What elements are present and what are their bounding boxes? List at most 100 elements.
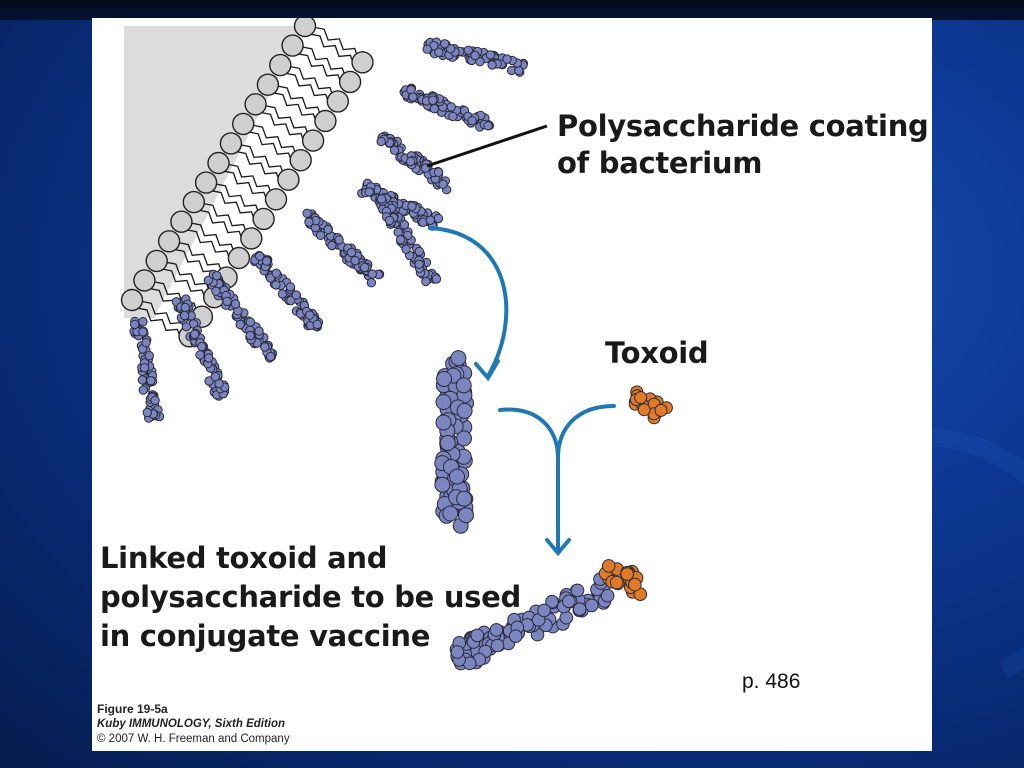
bead [414,246,424,257]
bead [467,116,477,126]
bead [634,391,648,405]
lipid-head [301,129,325,152]
bead [364,187,374,197]
bead [235,319,245,330]
bead [429,104,440,114]
bead [254,326,264,336]
polysaccharide-chain [422,37,529,77]
bead [376,136,386,147]
conjugate-vaccine-molecule [449,559,648,671]
bead [431,274,442,284]
bead [475,57,485,67]
polysaccharide-chain [399,83,494,132]
lipid-head [120,288,144,312]
bead [130,319,140,330]
polysaccharide-chain [250,250,324,332]
bead [138,327,148,337]
bead [654,403,668,417]
lipid-head [157,230,181,253]
lipid-head [227,246,251,270]
bead [446,102,456,112]
bead [222,296,232,307]
lipid-tail [302,46,347,80]
bead [291,290,302,300]
bead [389,145,400,156]
bead [315,230,326,241]
lipid-tail [162,268,207,302]
bead [422,44,432,54]
polysaccharide-chain [171,294,230,401]
bead [470,50,480,61]
bead [302,208,312,219]
bead [211,286,221,296]
bead [286,295,296,306]
bead [366,278,377,288]
lipid-tail [240,144,286,177]
conjugate-polysaccharide [449,572,615,671]
merge-arrow-right [556,404,616,460]
bead [367,269,377,279]
bead [210,372,221,382]
bead [450,350,467,367]
bead [395,235,406,245]
bead [470,628,485,643]
lipid-heads [120,18,374,348]
bead [190,329,200,339]
page-number: p. 486 [742,670,801,693]
bead [445,44,456,54]
bead [384,215,395,226]
lipid-tail [277,85,323,119]
figure-caption: Figure 19-5a Kuby IMMUNOLOGY, Sixth Edit… [97,702,290,747]
lipid-head [207,151,230,175]
bead [203,275,214,285]
lipid-head [293,18,317,38]
linked-label: Linked toxoid and polysaccharide to be u… [100,541,521,653]
bead [350,255,360,266]
toxoid-cluster [628,385,673,425]
polysaccharide-chain [302,208,385,288]
caption-book: Kuby IMMUNOLOGY, Sixth Edition [97,718,286,730]
slide-canvas: Polysaccharide coating of bacterium Toxo… [92,18,932,751]
bead [428,95,438,105]
lipid-tail [310,33,355,67]
bead [436,371,452,387]
bead [508,629,523,644]
bead [449,468,465,485]
caption-figure: Figure 19-5a [97,702,168,716]
bead [376,194,387,204]
lipid-head [231,112,255,136]
lipid-tail [137,307,182,341]
bead [438,179,448,189]
bead [455,377,472,394]
lipid-head [314,109,337,133]
bead [572,602,587,617]
bead [271,280,281,290]
bead [637,403,651,417]
bead [144,351,154,361]
bead [285,282,296,292]
lipid-tail [203,202,248,236]
lipid-head [264,188,288,211]
bead [609,575,624,590]
merge-arrow-left [498,407,560,460]
bead [305,310,315,320]
bead [181,322,192,332]
bead [559,610,574,625]
bead [490,638,505,653]
lipid-tail [199,209,244,243]
bead [433,167,444,177]
lipid-head [133,269,156,292]
bead [204,353,214,363]
bead [401,244,411,255]
lipid-head [182,190,206,214]
bead [450,645,465,659]
bead [545,594,559,609]
lipid-tail [153,281,199,314]
conjugate-toxoid [598,559,648,602]
polysaccharide-chain [129,316,165,423]
bead [408,92,418,102]
caption-copyright: © 2007 W. H. Freeman and Company [97,733,290,745]
bead [138,317,148,327]
bead [514,65,524,76]
lipid-tail [297,53,343,86]
